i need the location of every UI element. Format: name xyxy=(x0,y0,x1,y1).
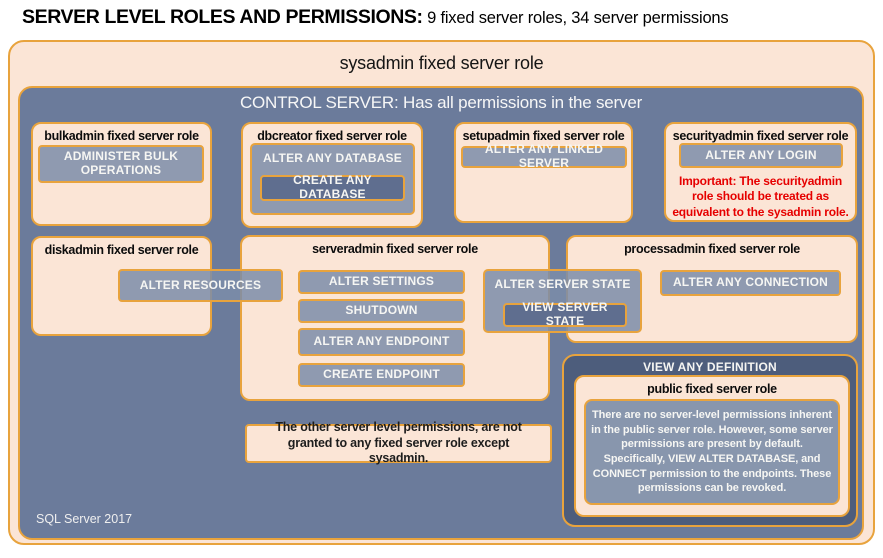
footnote-box: The other server level permissions, are … xyxy=(245,420,552,465)
serveradmin-role-title: serveradmin fixed server role xyxy=(312,242,478,256)
permission-alter-settings: ALTER SETTINGS xyxy=(298,270,465,294)
permission-alter-any-endpoint: ALTER ANY ENDPOINT xyxy=(298,328,465,356)
public-role-title: public fixed server role xyxy=(647,382,777,396)
permission-view-any-definition-label: VIEW ANY DEFINITION xyxy=(643,360,777,374)
control-server-label: CONTROL SERVER: Has all permissions in t… xyxy=(239,93,643,112)
securityadmin-role-title: securityadmin fixed server role xyxy=(672,129,849,143)
permission-create-any-database: CREATE ANY DATABASE xyxy=(260,173,405,201)
sql-server-version-label: SQL Server 2017 xyxy=(36,512,133,526)
permission-view-server-state: VIEW SERVER STATE xyxy=(503,300,627,328)
page-title: SERVER LEVEL ROLES AND PERMISSIONS: 9 fi… xyxy=(22,6,729,29)
permission-alter-any-linked-server: ALTER ANY LINKED SERVER xyxy=(461,142,627,170)
permission-alter-any-login: ALTER ANY LOGIN xyxy=(679,143,843,168)
permission-alter-any-database-label: ALTER ANY DATABASE xyxy=(263,151,402,165)
permission-alter-any-database: ALTER ANY DATABASE CREATE ANY DATABASE xyxy=(250,143,415,215)
bulkadmin-role-box: bulkadmin fixed server role ADMINISTER B… xyxy=(31,122,212,226)
page-title-detail: 9 fixed server roles, 34 server permissi… xyxy=(427,9,729,27)
setupadmin-role-box: setupadmin fixed server role ALTER ANY L… xyxy=(454,122,633,223)
sysadmin-role-label: sysadmin fixed server role xyxy=(339,53,544,73)
permission-alter-resources: ALTER RESOURCES xyxy=(118,269,283,302)
securityadmin-warning-text: Important: The securityadmin role should… xyxy=(672,174,849,219)
page-title-strong: SERVER LEVEL ROLES AND PERMISSIONS: xyxy=(22,6,423,28)
securityadmin-role-box: securityadmin fixed server role ALTER AN… xyxy=(664,122,857,222)
permission-create-endpoint: CREATE ENDPOINT xyxy=(298,363,465,387)
permission-alter-server-state: ALTER SERVER STATE VIEW SERVER STATE xyxy=(483,269,642,333)
permission-alter-server-state-label: ALTER SERVER STATE xyxy=(494,277,631,291)
public-role-note: There are no server-level permissions in… xyxy=(584,399,840,505)
dbcreator-role-box: dbcreator fixed server role ALTER ANY DA… xyxy=(241,122,423,228)
dbcreator-role-title: dbcreator fixed server role xyxy=(257,129,407,143)
setupadmin-role-title: setupadmin fixed server role xyxy=(462,129,625,143)
diskadmin-role-title: diskadmin fixed server role xyxy=(44,243,199,257)
permission-alter-any-connection: ALTER ANY CONNECTION xyxy=(660,270,841,296)
serveradmin-role-box: serveradmin fixed server role ALTER SETT… xyxy=(240,235,550,401)
permission-shutdown: SHUTDOWN xyxy=(298,299,465,323)
permission-administer-bulk-operations: ADMINISTER BULK OPERATIONS xyxy=(38,145,204,183)
processadmin-role-title: processadmin fixed server role xyxy=(624,242,800,256)
public-role-box: public fixed server role There are no se… xyxy=(574,375,850,517)
bulkadmin-role-title: bulkadmin fixed server role xyxy=(44,129,199,143)
view-any-definition-box: VIEW ANY DEFINITION public fixed server … xyxy=(562,354,858,527)
